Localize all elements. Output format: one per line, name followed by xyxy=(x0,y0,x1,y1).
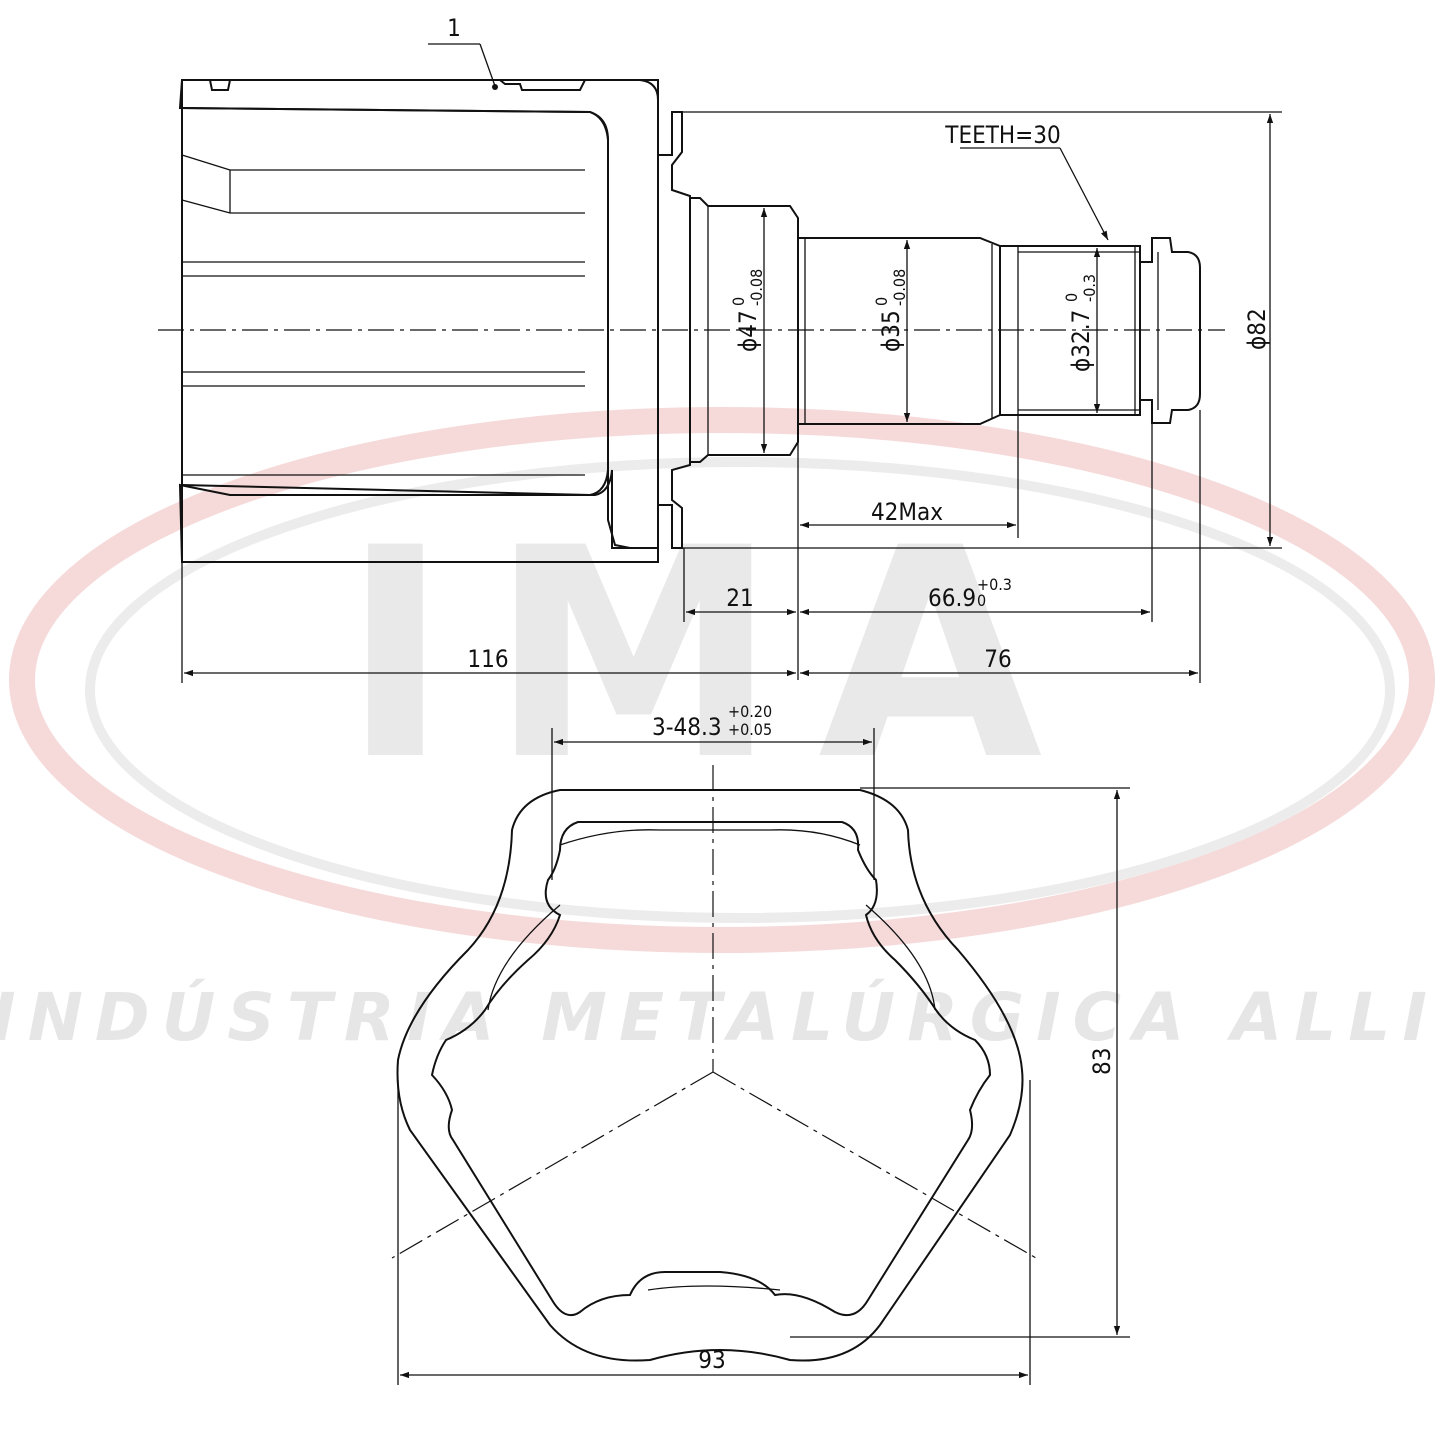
label-93: 93 xyxy=(698,1346,725,1374)
shaft-tip xyxy=(1140,237,1201,424)
spline-segment xyxy=(1000,245,1141,416)
part-label: 1 xyxy=(447,14,461,42)
label-83: 83 xyxy=(1088,1048,1116,1075)
teeth-leader xyxy=(1059,147,1109,241)
tripod-inner-profile xyxy=(430,821,992,1316)
label-42max: 42Max xyxy=(871,498,943,526)
housing-outline xyxy=(181,79,659,563)
svg-text:ϕ47: ϕ47 xyxy=(734,310,762,352)
tripod-relief-left xyxy=(487,904,561,1011)
label-21: 21 xyxy=(726,584,753,612)
teeth-label: TEETH=30 xyxy=(944,121,1060,149)
bore-line-2 xyxy=(181,199,231,214)
label-d35: ϕ35 0 -0.08 xyxy=(872,269,909,352)
label-48: 3-48.3 +0.20 +0.05 xyxy=(652,702,772,741)
shaft-segment-47 xyxy=(690,197,799,463)
svg-text:3-48.3: 3-48.3 xyxy=(652,713,722,741)
svg-text:-0.08: -0.08 xyxy=(747,269,766,306)
shaft-segment-35 xyxy=(798,237,1001,425)
watermark-ellipse-inner xyxy=(85,457,1395,923)
tripod-relief-bottom xyxy=(647,1285,781,1291)
watermark-logo: IMA xyxy=(342,487,1083,824)
svg-text:66.9: 66.9 xyxy=(928,584,976,612)
svg-text:+0.20: +0.20 xyxy=(728,702,772,721)
svg-text:ϕ32.7: ϕ32.7 xyxy=(1067,310,1095,372)
watermark-company: INDÚSTRIA METALÚRGICA ALLI xyxy=(0,979,1439,1056)
svg-text:+0.3: +0.3 xyxy=(977,575,1012,594)
svg-text:ϕ35: ϕ35 xyxy=(877,310,905,352)
end-view: 3-48.3 +0.20 +0.05 83 93 xyxy=(391,702,1130,1385)
svg-text:0: 0 xyxy=(977,591,986,610)
side-view: 1 TEETH=30 ϕ47 0 -0.08 ϕ35 0 -0.08 ϕ32.7… xyxy=(158,14,1282,683)
svg-text:ϕ82: ϕ82 xyxy=(1243,308,1271,350)
housing-bore xyxy=(181,107,609,497)
label-d32: ϕ32.7 0 -0.3 xyxy=(1062,274,1099,372)
label-76: 76 xyxy=(984,645,1011,673)
part-label-dot xyxy=(492,84,498,90)
svg-text:+0.05: +0.05 xyxy=(728,720,772,739)
watermark: IMA INDÚSTRIA METALÚRGICA ALLI xyxy=(0,407,1439,1056)
end-centerline-right xyxy=(712,1071,1037,1259)
label-d47: ϕ47 0 -0.08 xyxy=(729,269,766,352)
svg-text:-0.08: -0.08 xyxy=(890,269,909,306)
part-label-leader xyxy=(479,43,496,87)
tripod-relief-top xyxy=(559,829,861,846)
tripod-outer-profile xyxy=(396,789,1024,1362)
svg-text:0: 0 xyxy=(872,297,891,306)
svg-text:0: 0 xyxy=(729,297,748,306)
end-centerline-left xyxy=(391,1071,714,1259)
label-116: 116 xyxy=(467,645,508,673)
tripod-relief-right xyxy=(865,904,936,1011)
svg-text:83: 83 xyxy=(1088,1048,1116,1075)
svg-text:0: 0 xyxy=(1062,293,1081,302)
label-66: 66.9 +0.3 0 xyxy=(928,575,1012,612)
bore-line-1 xyxy=(181,154,231,171)
flange xyxy=(658,111,691,549)
label-d82: ϕ82 xyxy=(1243,308,1271,350)
svg-text:-0.3: -0.3 xyxy=(1080,274,1099,302)
watermark-ellipse-outer xyxy=(9,407,1435,953)
